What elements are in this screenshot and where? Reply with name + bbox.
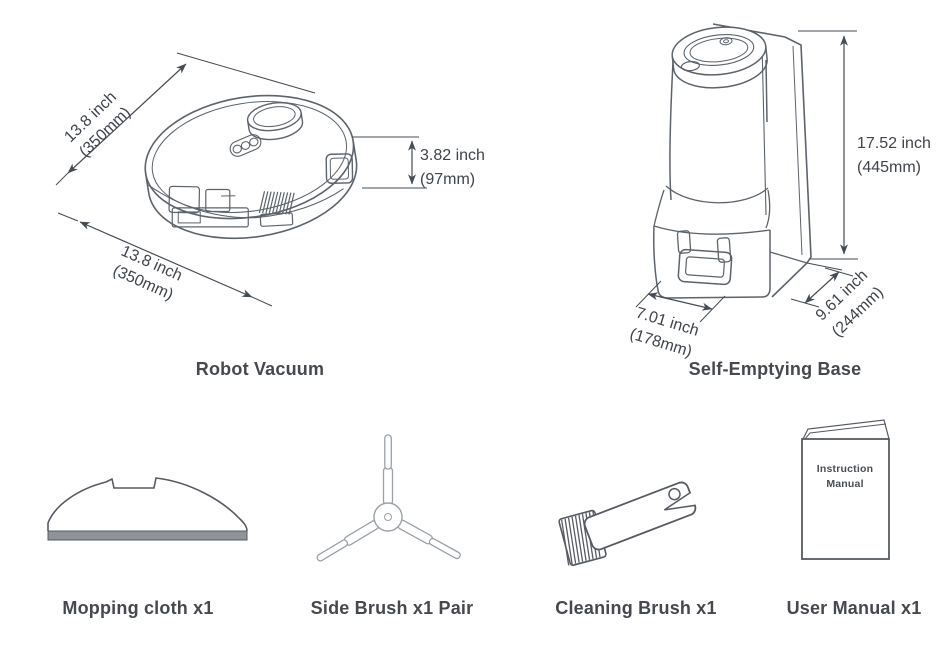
robot-vacuum-label: Robot Vacuum	[196, 359, 324, 379]
robot-vents	[258, 191, 295, 215]
base-height-dim: 17.52 inch	[857, 135, 931, 152]
cleaning-brush-illustration	[558, 481, 697, 566]
mopping-cloth-illustration	[47, 477, 248, 541]
robot-vacuum-illustration	[144, 94, 358, 240]
user-manual-illustration: Instruction Manual	[801, 419, 890, 560]
base-charge-port	[677, 248, 733, 286]
side-brush-label: Side Brush x1 Pair	[311, 598, 474, 618]
base-lid	[671, 26, 768, 89]
robot-height-dim: 3.82 inch	[420, 147, 485, 164]
robot-height-dim-mm: (97mm)	[420, 171, 475, 188]
brush-hang-hole	[668, 487, 681, 501]
mop-strip	[47, 530, 248, 541]
side-brush-illustration	[316, 434, 461, 562]
robot-buttons	[229, 134, 262, 157]
robot-sensor-window	[325, 153, 354, 184]
self-emptying-base-illustration	[653, 23, 812, 299]
lidar-turret	[246, 101, 304, 141]
cleaning-brush-label: Cleaning Brush x1	[555, 598, 716, 618]
base-height-dim-mm: (445mm)	[857, 159, 921, 176]
self-emptying-base-label: Self-Emptying Base	[689, 359, 862, 379]
manual-cover-line2: Manual	[826, 478, 863, 490]
base-button	[680, 60, 700, 72]
manual-cover-line1: Instruction	[817, 463, 873, 475]
mopping-cloth-label: Mopping cloth x1	[62, 598, 213, 618]
user-manual-label: User Manual x1	[787, 598, 922, 618]
